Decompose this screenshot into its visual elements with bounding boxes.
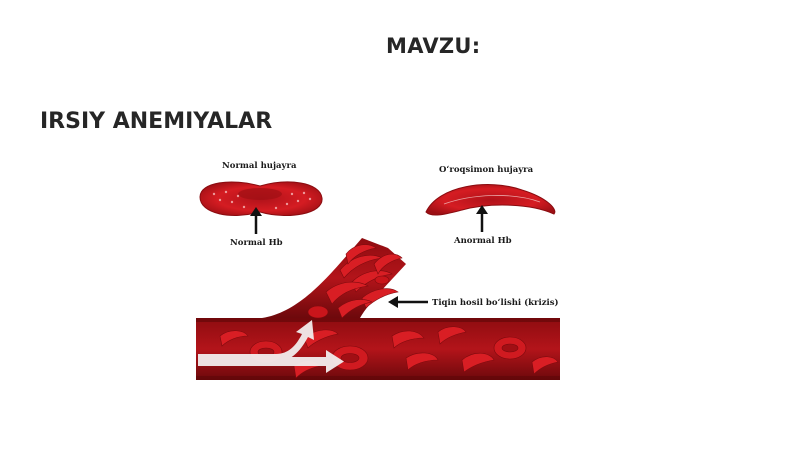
normal-hb-label: Normal Hb [230,238,283,248]
sickle-cell-label: O‘roqsimon hujayra [439,165,534,175]
normal-red-blood-cell [199,181,323,217]
slide-title: IRSIY ANEMIYALAR [40,109,273,134]
abnormal-hb-arrow [476,205,488,232]
normal-hb-arrow [250,207,262,234]
clot-label: Tiqin hosil bo‘lishi (krizis) [432,297,559,308]
sickle-red-blood-cell [425,184,556,216]
slide-heading: MAVZU: [386,34,481,58]
blood-flow-arrows [198,320,344,373]
sickle-cell-illustration: Normal hujayra O‘roqsimon hujayra Normal… [192,152,564,382]
clot-arrow [388,296,428,308]
abnormal-hb-label: Anormal Hb [453,236,512,246]
normal-cell-label: Normal hujayra [222,161,297,171]
sickle-cell-clot [307,244,403,319]
